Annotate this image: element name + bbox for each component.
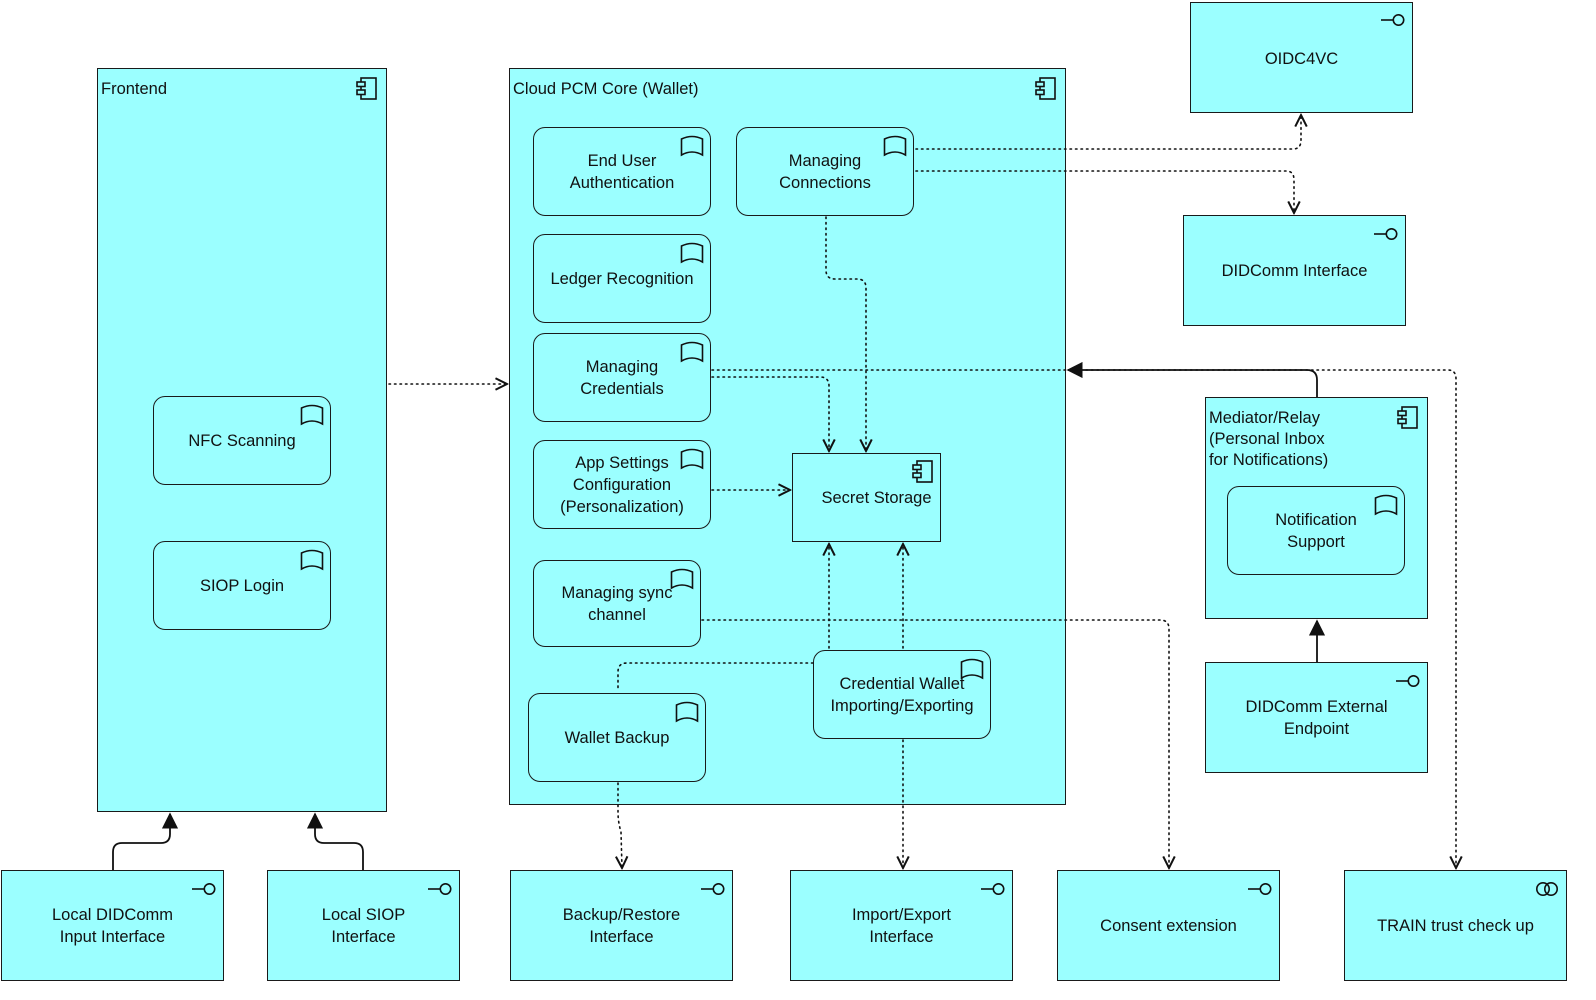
component-icon <box>356 77 378 101</box>
function-app-settings-configuration[interactable]: App Settings Configuration (Personalizat… <box>533 440 711 529</box>
mediator-title: Mediator/Relay (Personal Inbox for Notif… <box>1209 409 1329 469</box>
function-label: Wallet Backup <box>564 728 670 747</box>
function-credential-wallet-import-export[interactable]: Credential Wallet Importing/Exporting <box>813 650 991 739</box>
backup-restore-interface[interactable]: Backup/Restore Interface <box>510 870 733 981</box>
function-icon <box>300 549 324 571</box>
interface-icon <box>1373 227 1399 241</box>
interface-label: OIDC4VC <box>1264 49 1339 68</box>
function-icon <box>1374 494 1398 516</box>
local-didcomm-input-interface[interactable]: Local DIDComm Input Interface <box>1 870 224 981</box>
function-icon <box>680 135 704 157</box>
function-label: NFC Scanning <box>188 431 296 450</box>
interface-icon <box>700 882 726 896</box>
component-icon <box>1035 77 1057 101</box>
function-icon <box>680 341 704 363</box>
interface-label: Local DIDComm Input Interface <box>51 905 174 946</box>
function-siop-login[interactable]: SIOP Login <box>153 541 331 630</box>
function-ledger-recognition[interactable]: Ledger Recognition <box>533 234 711 323</box>
function-label: SIOP Login <box>199 576 285 595</box>
didcomm-external-endpoint[interactable]: DIDComm External Endpoint <box>1205 662 1428 773</box>
component-icon <box>1397 406 1419 430</box>
serving-local-didcomm-to-frontend <box>112 812 179 870</box>
interface-icon <box>1395 674 1421 688</box>
interface-label: DIDComm Interface <box>1221 261 1368 280</box>
function-icon <box>960 658 984 680</box>
function-label: Managing Connections <box>779 151 871 192</box>
interface-label: Backup/Restore Interface <box>562 905 681 946</box>
core-title: Cloud PCM Core (Wallet) <box>513 80 699 98</box>
function-icon <box>680 242 704 264</box>
component-icon <box>912 460 934 484</box>
consent-extension-interface[interactable]: Consent extension <box>1057 870 1280 981</box>
interface-icon <box>191 882 217 896</box>
function-managing-credentials[interactable]: Managing Credentials <box>533 333 711 422</box>
function-managing-sync-channel[interactable]: Managing sync channel <box>533 560 701 647</box>
function-nfc-scanning[interactable]: NFC Scanning <box>153 396 331 485</box>
collaboration-icon <box>1534 881 1560 897</box>
interface-label: Import/Export Interface <box>851 905 952 946</box>
function-label: Ledger Recognition <box>550 269 694 288</box>
oidc4vc-interface[interactable]: OIDC4VC <box>1190 2 1413 113</box>
function-end-user-authentication[interactable]: End User Authentication <box>533 127 711 216</box>
interface-label: Consent extension <box>1100 916 1237 935</box>
train-trust-check-up[interactable]: TRAIN trust check up <box>1344 870 1567 981</box>
interface-label: Local SIOP Interface <box>321 905 406 946</box>
serving-mediator-to-core <box>1066 361 1318 397</box>
interface-icon <box>1380 13 1406 27</box>
didcomm-interface[interactable]: DIDComm Interface <box>1183 215 1406 326</box>
function-icon <box>680 448 704 470</box>
secret-storage-component[interactable]: Secret Storage <box>792 453 941 542</box>
interface-icon <box>980 882 1006 896</box>
function-managing-connections[interactable]: Managing Connections <box>736 127 914 216</box>
serving-local-siop-to-frontend <box>306 812 364 870</box>
function-wallet-backup[interactable]: Wallet Backup <box>528 693 706 782</box>
interface-icon <box>1247 882 1273 896</box>
function-icon <box>670 568 694 590</box>
interface-icon <box>427 882 453 896</box>
function-label: App Settings Configuration (Personalizat… <box>560 453 684 516</box>
function-icon <box>300 404 324 426</box>
function-icon <box>883 135 907 157</box>
function-label: End User Authentication <box>569 151 675 192</box>
import-export-interface[interactable]: Import/Export Interface <box>790 870 1013 981</box>
function-label: Managing Credentials <box>580 357 664 398</box>
interface-label: TRAIN trust check up <box>1377 916 1534 935</box>
frontend-title: Frontend <box>101 80 168 98</box>
function-notification-support[interactable]: Notification Support <box>1227 486 1405 575</box>
interface-label: DIDComm External Endpoint <box>1245 697 1388 738</box>
function-label: Managing sync channel <box>561 583 673 624</box>
function-icon <box>675 701 699 723</box>
local-siop-interface[interactable]: Local SIOP Interface <box>267 870 460 981</box>
